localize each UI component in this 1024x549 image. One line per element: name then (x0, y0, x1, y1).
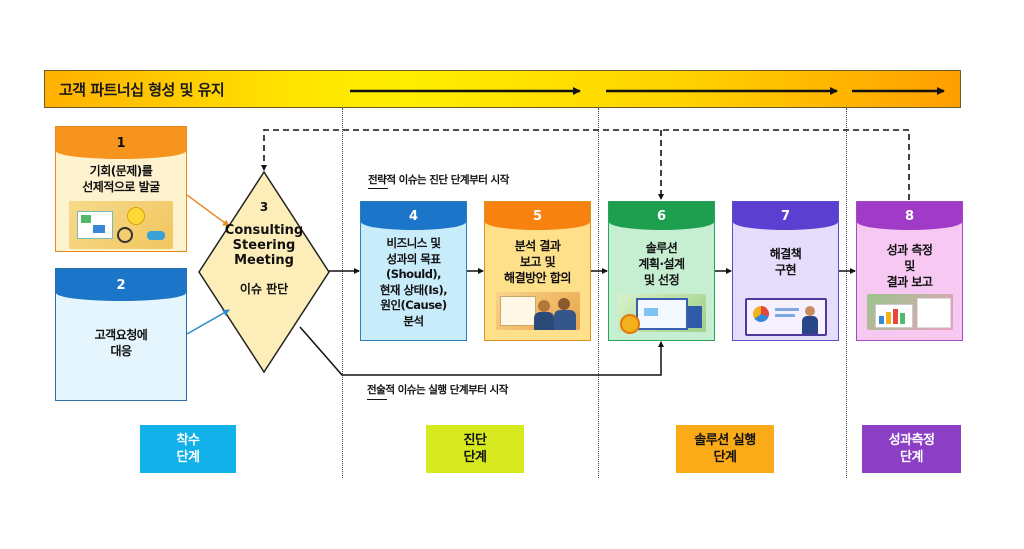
step-number: 5 (532, 208, 543, 224)
lightbulb-icon (127, 207, 145, 225)
tactical-path-arrow (299, 326, 664, 376)
step-line: 비즈니스 및 (386, 236, 441, 250)
step-3-text: 3 Consulting Steering Meeting 이슈 판단 (214, 200, 314, 297)
phase-line: 단계 (900, 450, 923, 465)
step-line: 고객요청에 (94, 328, 148, 342)
step-number: 1 (116, 135, 126, 151)
step-2-header: 2 (56, 269, 186, 301)
phase-line: 단계 (463, 450, 487, 465)
step-6-card: 6 솔루션 계획·설계 및 선정 (608, 201, 715, 341)
step-number: 3 (259, 200, 269, 214)
step-1-card: 1 기회(문제)를 선제적으로 발굴 (55, 126, 187, 252)
performance-report-illustration (866, 294, 953, 330)
step-line: 성과 측정 (886, 243, 933, 257)
phase-line: 솔루션 실행 (694, 433, 756, 448)
step-2-card: 2 고객요청에 대응 (55, 268, 187, 401)
step-5-header: 5 (485, 202, 590, 230)
step-line: 대응 (110, 344, 132, 358)
note-underline (367, 399, 387, 400)
solution-planning-illustration (617, 294, 706, 334)
step-8-header: 8 (857, 202, 962, 230)
phase-line: 단계 (713, 450, 737, 465)
step-number: 7 (780, 208, 791, 224)
step-1-header: 1 (56, 127, 186, 159)
step-line: Consulting (224, 223, 304, 238)
step-line: Steering (232, 238, 296, 253)
step-5-card: 5 분석 결과 보고 및 해결방안 합의 (484, 201, 591, 341)
opportunity-discovery-illustration (69, 201, 173, 249)
step-line: 선제적으로 발굴 (82, 180, 160, 194)
phase-line: 진단 (463, 433, 487, 448)
step-4-header: 4 (361, 202, 466, 230)
step-line: 해결방안 합의 (504, 271, 571, 285)
phase-divider (598, 108, 599, 478)
tactical-issue-note: 전술적 이슈는 실행 단계부터 시작 (367, 384, 508, 396)
sunflower-icon (619, 314, 640, 334)
partnership-banner: 고객 파트너십 형성 및 유지 (44, 70, 961, 108)
step-line: 현재 상태(Is), (379, 282, 448, 297)
feedback-loop-line (261, 129, 910, 200)
report-meeting-illustration (495, 292, 580, 330)
step-line: Meeting (234, 253, 294, 268)
phase-line: 성과측정 (888, 433, 935, 448)
step-line: 원인(Cause) (380, 298, 447, 312)
step-8-card: 8 성과 측정 및 결과 보고 (856, 201, 963, 341)
step-number: 8 (904, 208, 915, 224)
step-line: (Should), (385, 267, 442, 281)
step-7-card: 7 해결책 구현 (732, 201, 839, 341)
step2-to-step3-arrow (186, 309, 230, 335)
note-underline (368, 188, 388, 189)
step-line: 솔루션 (645, 241, 678, 255)
phase-line: 단계 (176, 450, 200, 465)
step-line: 성과의 목표 (386, 251, 441, 266)
implementation-illustration (744, 298, 827, 336)
phase-line: 착수 (176, 433, 200, 448)
step-number: 6 (656, 208, 667, 224)
step-6-header: 6 (609, 202, 714, 230)
step-line: 기회(문제)를 (89, 164, 153, 178)
step-3-diamond (198, 170, 330, 374)
banner-title: 고객 파트너십 형성 및 유지 (59, 81, 225, 99)
step-line: 분석 결과 (514, 239, 561, 253)
step-line: 결과 보고 (886, 275, 933, 289)
step-7-header: 7 (733, 202, 838, 230)
step-line: 해결책 (769, 247, 802, 261)
magnifier-icon (117, 227, 133, 243)
pie-chart-icon (752, 306, 769, 322)
step-line: 보고 및 (519, 255, 556, 269)
step-line: 구현 (774, 263, 797, 277)
phase-divider (846, 108, 847, 478)
step-line: 및 (904, 259, 915, 273)
step-line: 분석 (403, 313, 424, 328)
step-number: 4 (408, 208, 419, 224)
step-4-card: 4 비즈니스 및 성과의 목표 (Should), 현재 상태(Is), 원인(… (360, 201, 467, 341)
phase-divider (342, 108, 343, 478)
step1-to-step3-arrow (186, 194, 230, 227)
step-line: 계획·설계 (638, 257, 685, 271)
step-line: 및 선정 (643, 273, 680, 287)
step-line: 이슈 판단 (239, 282, 289, 296)
step-number: 2 (116, 277, 126, 293)
strategic-issue-note: 전략적 이슈는 진단 단계부터 시작 (368, 174, 509, 186)
